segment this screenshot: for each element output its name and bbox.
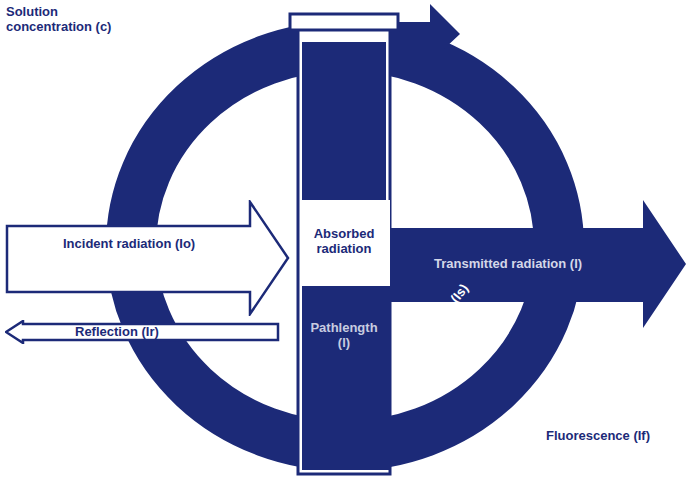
node-outline-path [7,202,288,314]
incident-arrow: Incident radiation (Io) [5,200,290,316]
concentration-label: Solution concentration (c) [6,4,126,34]
node-outline-path [302,200,390,286]
transmitted-arrow: Transmitted radiation (I) [388,198,688,330]
pathlength-band: Pathlength (l) [302,286,390,470]
cuvette [298,28,390,474]
node-text: Absorbed radiation [306,226,382,256]
cuvette-lip [290,14,398,30]
node-text: Pathlength (l) [306,320,382,350]
node-text: Transmitted radiation (I) [434,256,582,271]
solution-top [302,42,386,200]
absorbed-band: Absorbed radiation [302,200,390,286]
reflection-arrow: Reflection (Ir) [5,320,280,344]
node-outline-path [6,321,278,343]
node-outline [302,286,390,470]
node-text: Incident radiation (Io) [63,236,195,251]
ring-arrowhead [392,4,460,62]
fluorescence-label: Fluorescence (If) [546,428,676,443]
node-text: Reflection (Ir) [75,324,159,339]
node-outline-path [390,200,686,328]
node-outline-path [302,286,390,470]
node-outline [5,200,290,316]
